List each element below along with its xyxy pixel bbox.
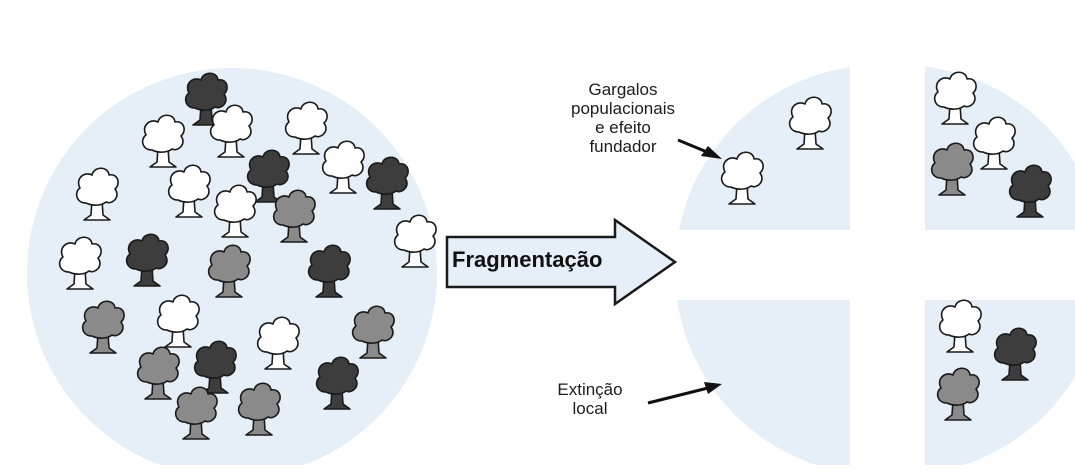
bottleneck-pointer-arrow: [677, 138, 708, 154]
extinction-pointer-arrowhead: [704, 382, 722, 394]
extinction-callout-line-1: Extinção: [557, 380, 623, 399]
bottleneck-callout-line-3: e efeito: [595, 118, 651, 137]
extinction-callout-line-2: local: [572, 399, 608, 418]
extinction-callout: Extinção local: [540, 380, 640, 418]
extinction-pointer-arrow: [647, 386, 709, 405]
fragmentation-label: Fragmentação: [452, 247, 603, 272]
bottleneck-pointer-arrowhead: [701, 146, 722, 159]
bottleneck-callout: Gargalos populacionais e efeito fundador: [558, 80, 688, 156]
callout-arrows: [647, 138, 722, 405]
bottleneck-callout-line-4: fundador: [589, 137, 657, 156]
bottleneck-callout-line-2: populacionais: [571, 99, 675, 118]
habitat-fragment-bottom-left: [677, 300, 850, 465]
fragmentation-arrow: [445, 217, 678, 307]
bottleneck-callout-line-1: Gargalos: [588, 80, 658, 99]
